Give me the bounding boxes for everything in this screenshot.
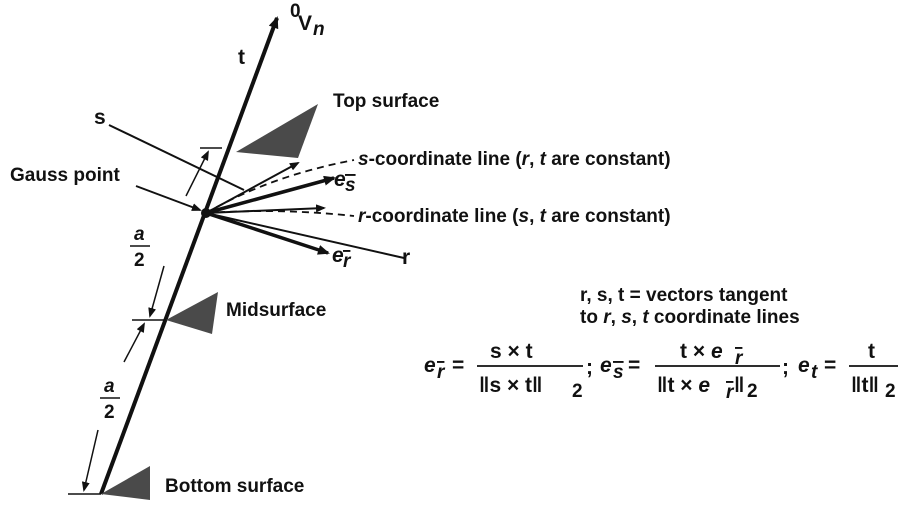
r-coordinate-line-label: r-coordinate line (s, t are constant) [358,206,671,227]
svg-text:=: = [628,354,640,377]
svg-text:‖t‖: ‖t‖ [851,374,879,397]
r-axis [205,212,405,259]
formula-es: e s = t × e r ‖t × e r ‖ 2 ; [600,340,789,403]
formula-et: e t = t ‖t‖ 2 [798,340,898,402]
svg-text:;: ; [586,356,593,379]
gauss-point-label: Gauss point [10,165,120,186]
es-vector [205,175,336,215]
top-surface-triangle [236,104,318,158]
t-axis-label: t [238,46,245,69]
svg-text:=: = [452,354,464,377]
er-label-sub: r [343,251,352,272]
er-label-e: e [332,244,344,267]
midsurface-triangle [166,292,218,334]
a-upper-denominator: 2 [134,250,145,271]
svg-text:r: r [437,362,446,383]
svg-text:t × e: t × e [680,340,723,363]
r-axis-label: r [402,246,410,269]
gauss-point-dot [201,208,211,218]
svg-text:t: t [811,362,818,383]
svg-text:;: ; [782,356,789,379]
svg-text:s × t: s × t [490,340,533,363]
top-surface-label: Top surface [333,91,439,112]
tangent-note-line2: to r, s, t coordinate lines [580,307,800,328]
svg-text:2: 2 [572,381,583,402]
svg-text:‖: ‖ [734,374,744,397]
s-axis-label: s [94,106,106,129]
dim-arrow-upper-a [185,150,209,197]
a-upper-numerator: a [134,224,145,245]
dim-arrow-lower-b [81,429,99,492]
svg-text:r: r [726,382,735,403]
bottom-surface-triangle [101,466,150,500]
svg-text:e: e [424,354,436,377]
a-lower-numerator: a [104,376,115,397]
midsurface-label: Midsurface [226,300,326,321]
v-label: V [298,12,312,35]
svg-text:‖s × t‖: ‖s × t‖ [479,374,543,397]
s-coordinate-line [205,159,355,214]
s-coordinate-line-label: s-coordinate line (r, t are constant) [358,149,671,170]
gauss-point-pointer [135,185,202,211]
formula-er: e r = s × t ‖s × t‖ 2 ; [424,340,593,402]
svg-text:‖t × e: ‖t × e [657,374,710,397]
er-vector [205,211,330,255]
s-axis [108,124,245,191]
svg-text:r: r [735,348,744,369]
svg-text:t: t [868,340,875,363]
r-coordinate-line [205,210,355,217]
svg-text:e: e [600,354,612,377]
es-label-e: e [334,168,346,191]
svg-text:s: s [613,362,624,383]
v-subscript: n [313,19,325,40]
director-axis [99,16,279,495]
v-superscript: 0 [290,1,301,22]
dim-arrow-upper-b [148,265,165,318]
svg-text:e: e [798,354,810,377]
r-tangent-vector [205,204,326,214]
svg-text:2: 2 [747,381,758,402]
svg-text:2: 2 [885,381,896,402]
svg-text:=: = [824,354,836,377]
es-label-sub: s [345,175,356,196]
tangent-note-line1: r, s, t = vectors tangent [580,285,788,306]
bottom-surface-label: Bottom surface [165,476,304,497]
a-lower-denominator: 2 [104,402,115,423]
dim-arrow-lower-a [123,322,145,363]
